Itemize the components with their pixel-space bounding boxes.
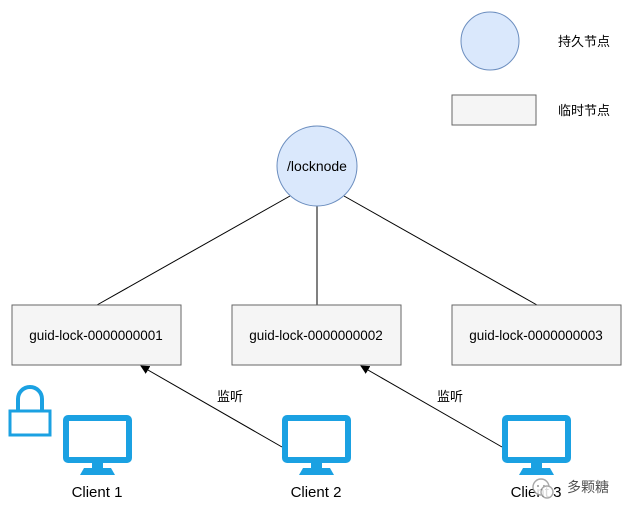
client-1-label: Client 1 bbox=[72, 484, 123, 501]
monitor-icon bbox=[282, 415, 351, 475]
watch-arrow-client2-to-node1 bbox=[140, 365, 283, 448]
watch-arrows: 监听 监听 bbox=[140, 365, 503, 448]
tree-edges bbox=[96, 195, 538, 306]
client-2-label: Client 2 bbox=[291, 484, 342, 501]
root-node: /locknode bbox=[276, 125, 358, 207]
client-1: Client 1 bbox=[63, 415, 132, 501]
ephemeral-node-1-label: guid-lock-0000000001 bbox=[29, 328, 163, 343]
wechat-icon bbox=[532, 478, 554, 499]
watch-label-2: 监听 bbox=[437, 390, 463, 405]
legend-persistent-node-swatch bbox=[460, 11, 520, 71]
ephemeral-node-1-box bbox=[11, 304, 182, 366]
edge-root-node3 bbox=[343, 195, 538, 306]
edge-root-node1 bbox=[96, 195, 291, 306]
legend: 持久节点 临时节点 bbox=[451, 11, 610, 126]
watermark-text: 多颗糖 bbox=[567, 479, 609, 496]
legend-persistent-node-label: 持久节点 bbox=[558, 35, 610, 50]
legend-ephemeral-node-swatch bbox=[451, 94, 537, 126]
monitor-icon bbox=[502, 415, 571, 475]
watermark: 多颗糖 bbox=[532, 478, 609, 499]
legend-ephemeral-node-label: 临时节点 bbox=[558, 104, 610, 119]
watch-label-1: 监听 bbox=[217, 390, 243, 405]
root-node-circle bbox=[276, 125, 358, 207]
watch-arrow-client3-to-node2 bbox=[360, 365, 503, 448]
ephemeral-node-3-label: guid-lock-0000000003 bbox=[469, 328, 603, 343]
ephemeral-node-3-box bbox=[451, 304, 622, 366]
ephemeral-nodes: guid-lock-0000000001 guid-lock-000000000… bbox=[11, 304, 622, 366]
root-node-label: /locknode bbox=[287, 158, 347, 174]
client-2: Client 2 bbox=[282, 415, 351, 501]
monitor-icon bbox=[63, 415, 132, 475]
ephemeral-node-2-box bbox=[231, 304, 402, 366]
lock-icon bbox=[8, 385, 52, 437]
ephemeral-node-2-label: guid-lock-0000000002 bbox=[249, 328, 383, 343]
